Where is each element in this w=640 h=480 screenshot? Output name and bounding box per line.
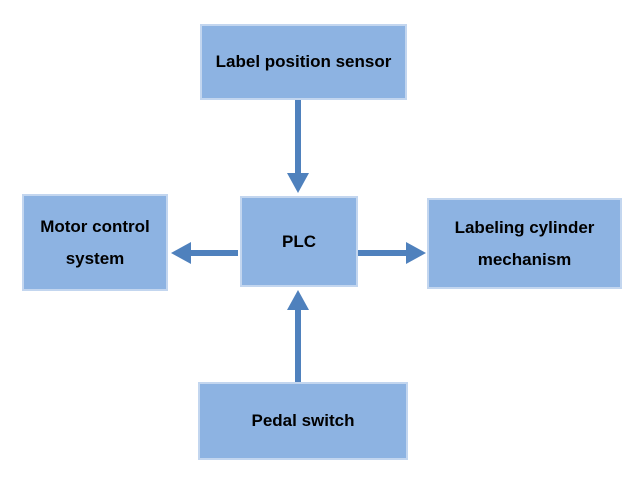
node-plc: PLC (240, 196, 358, 287)
node-pedal-switch: Pedal switch (198, 382, 408, 460)
node-label-position-sensor: Label position sensor (200, 24, 407, 100)
node-label: Labeling cylinder mechanism (454, 218, 595, 269)
node-labeling-cylinder-mechanism: Labeling cylinder mechanism (427, 198, 622, 289)
arrow-pedal-to-plc (287, 290, 309, 382)
arrow-sensor-to-plc (287, 100, 309, 193)
node-label: PLC (282, 231, 316, 251)
node-label: Label position sensor (215, 52, 392, 72)
arrow-plc-to-motor (171, 242, 238, 264)
node-label: Pedal switch (251, 411, 355, 431)
arrow-plc-to-cylinder (357, 242, 426, 264)
node-motor-control-system: Motor control system (22, 194, 168, 291)
node-label: Motor control system (40, 217, 150, 268)
